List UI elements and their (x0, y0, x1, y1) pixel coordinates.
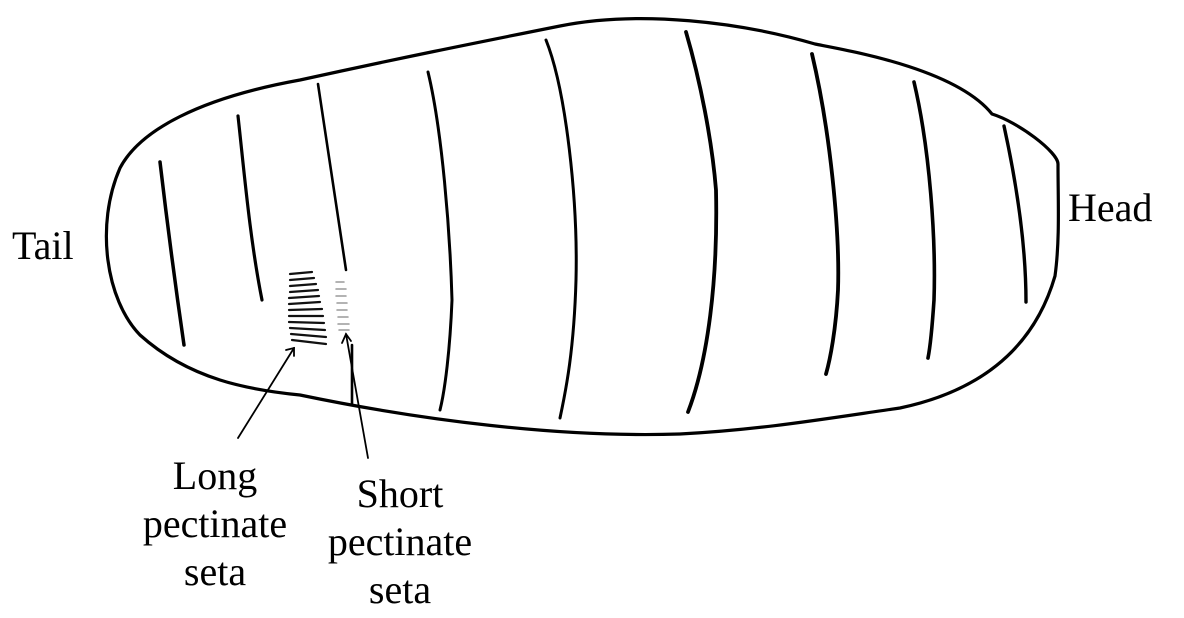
long-pectinate-seta-label: Long pectinate seta (130, 452, 300, 596)
long-seta-label-line-3: seta (130, 548, 300, 596)
segment-line-5 (546, 40, 576, 418)
segment-line-1 (160, 162, 184, 345)
short-seta-label-line-3: seta (315, 566, 485, 614)
head-label: Head (1068, 184, 1152, 232)
segment-line-3 (318, 84, 352, 404)
segment-line-8 (914, 82, 934, 358)
long-seta-label-line-1: Long (130, 452, 300, 500)
pointer-short-seta (342, 334, 368, 458)
long-pectinate-seta-mark (289, 272, 326, 344)
segment-line-9 (1004, 126, 1026, 302)
short-pectinate-seta-mark (336, 282, 349, 330)
long-seta-label-line-2: pectinate (130, 500, 300, 548)
short-seta-label-line-1: Short (315, 470, 485, 518)
segment-line-4 (428, 72, 452, 410)
tail-label: Tail (12, 222, 74, 270)
segment-lines (160, 32, 1026, 418)
segment-line-6 (686, 32, 716, 412)
segment-line-2 (238, 116, 262, 300)
segment-line-7 (812, 54, 838, 374)
short-seta-label-line-2: pectinate (315, 518, 485, 566)
short-pectinate-seta-label: Short pectinate seta (315, 470, 485, 614)
